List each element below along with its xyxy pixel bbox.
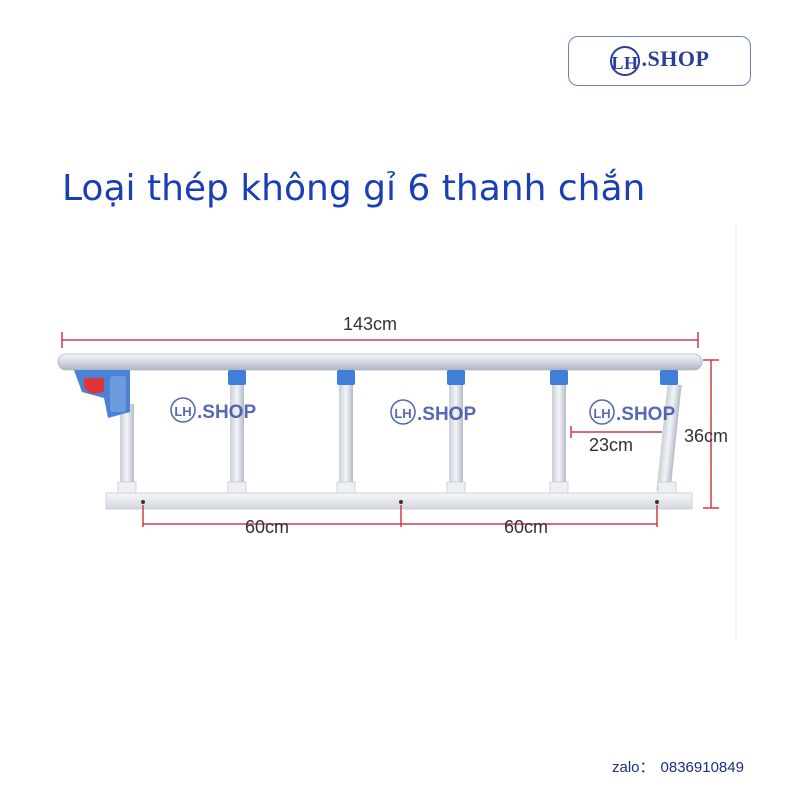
base-rail [105, 492, 693, 510]
svg-text:.SHOP: .SHOP [417, 404, 476, 425]
svg-text:LH: LH [593, 406, 610, 421]
shop-logo: LH.SHOP [568, 36, 751, 86]
svg-text:LH: LH [174, 404, 191, 419]
logo-mark: LH [609, 46, 640, 76]
watermark: LH .SHOP [170, 397, 256, 423]
svg-text:LH: LH [394, 406, 411, 421]
product-title: Loại thép không gỉ 6 thanh chắn [62, 168, 646, 209]
svg-text:.SHOP: .SHOP [197, 402, 256, 423]
zalo-contact: zalo： 0836910849 [612, 756, 744, 777]
latch-handle [74, 370, 130, 418]
watermark: LH .SHOP [589, 399, 675, 425]
svg-text:.SHOP: .SHOP [616, 404, 675, 425]
zalo-phone: 0836910849 [660, 759, 744, 776]
total-length-dimension [61, 332, 699, 348]
posts [120, 383, 682, 493]
height-label: 36cm [684, 426, 728, 446]
total-length-label: 143cm [343, 314, 397, 334]
logo-text: .SHOP [641, 46, 710, 72]
zalo-label: zalo： [612, 759, 655, 776]
top-rail [57, 353, 703, 371]
post-spacing-label: 23cm [589, 435, 633, 455]
segment-dimensions [142, 505, 658, 527]
segment-left-label: 60cm [245, 517, 289, 537]
post-caps [228, 370, 678, 385]
segment-right-label: 60cm [504, 517, 548, 537]
watermark: LH .SHOP [390, 399, 476, 425]
height-dimension [703, 359, 719, 509]
post-spacing-dimension [570, 426, 662, 438]
